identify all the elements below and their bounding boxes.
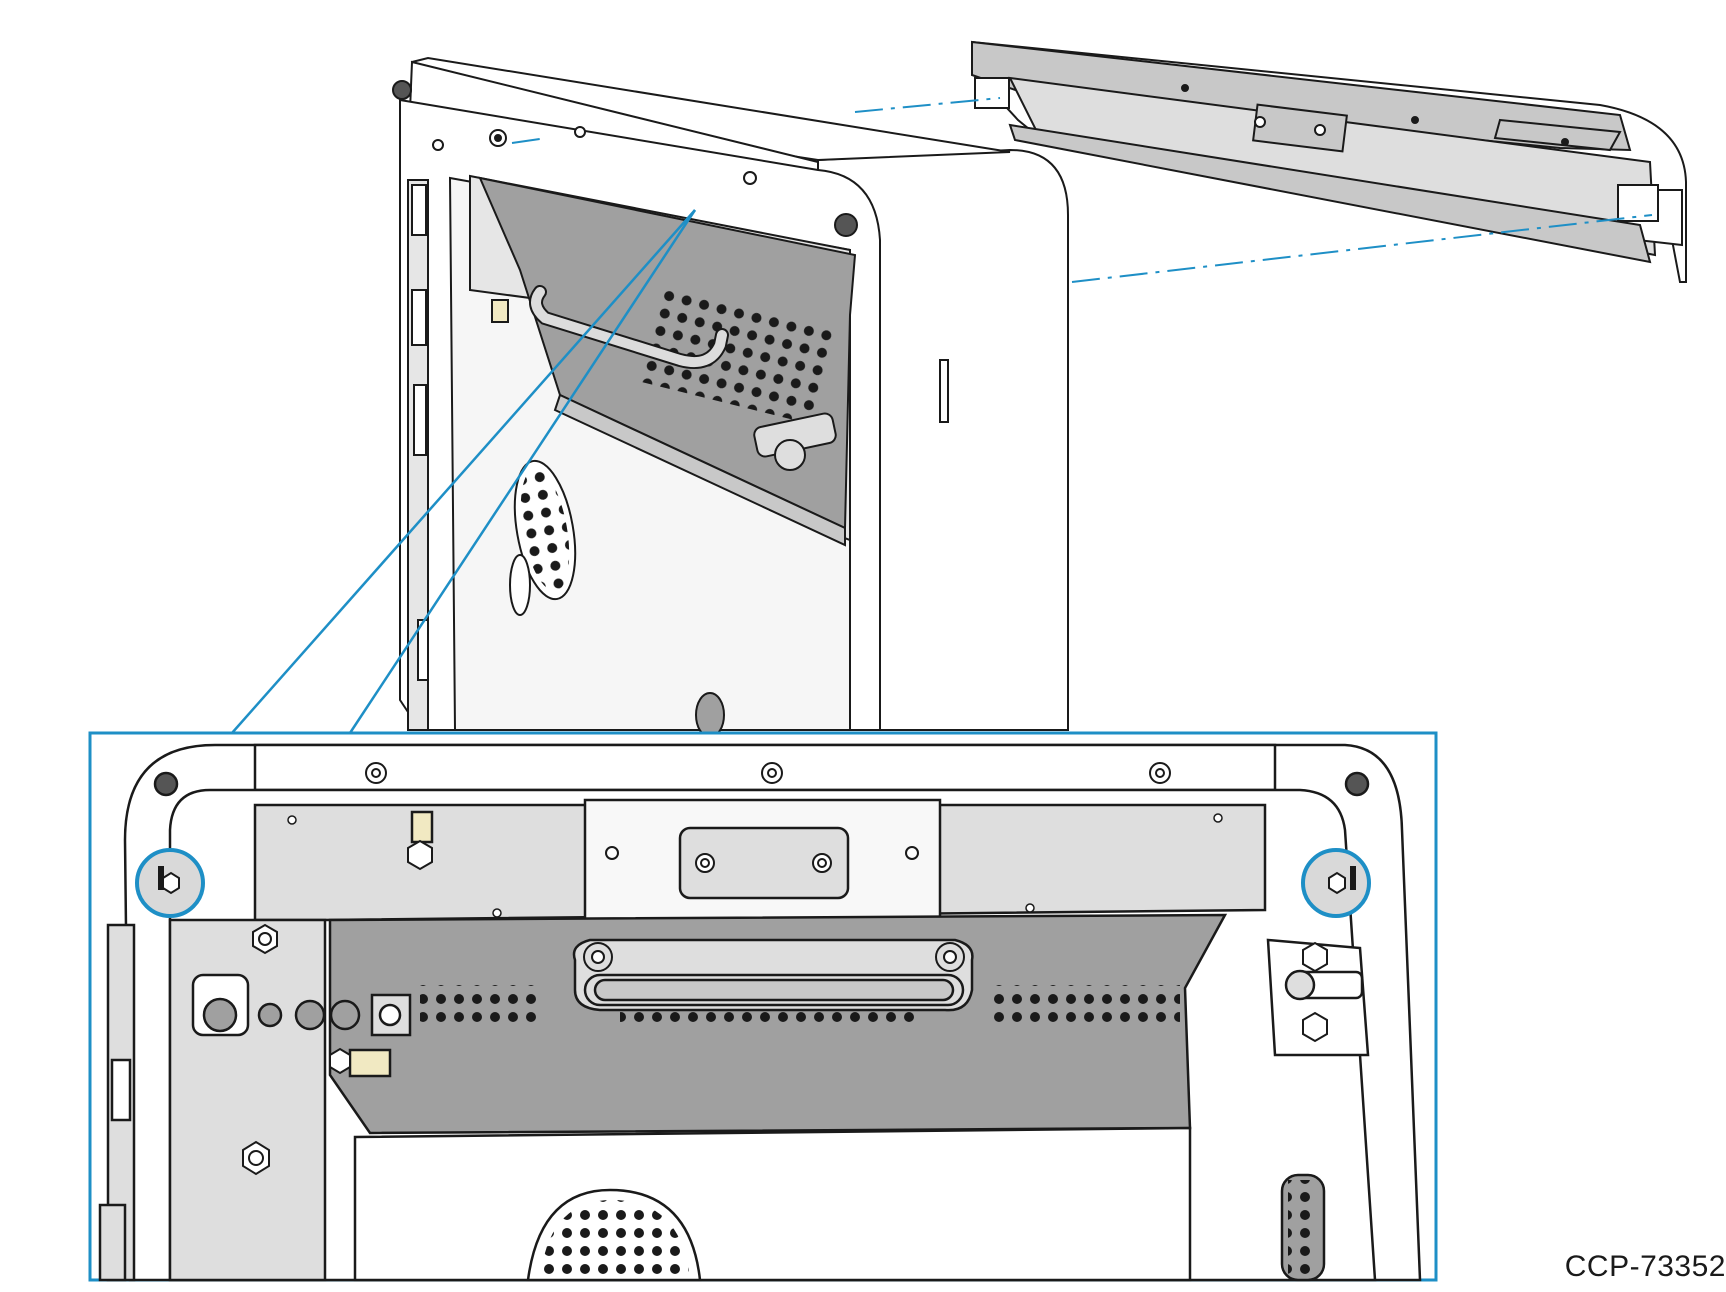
standoff-icon [135, 848, 1371, 918]
top-mounting-bracket [971, 40, 1687, 283]
detail-center-plate [583, 798, 942, 922]
part-code-label: CCP-73352 [1564, 1250, 1726, 1283]
screw-icon [365, 762, 1171, 972]
housing-slot [939, 359, 949, 423]
detail-mount-plate [678, 826, 850, 900]
hex-nut-icon [242, 839, 1328, 1176]
screw-icon [432, 126, 757, 185]
alignment-lines [511, 97, 1653, 283]
detail-clip [410, 810, 434, 844]
detail-callout-box [88, 731, 1438, 1282]
terminal-housing [392, 56, 1069, 738]
detail-left-bracket [168, 918, 327, 1282]
callout-connector [231, 209, 697, 734]
